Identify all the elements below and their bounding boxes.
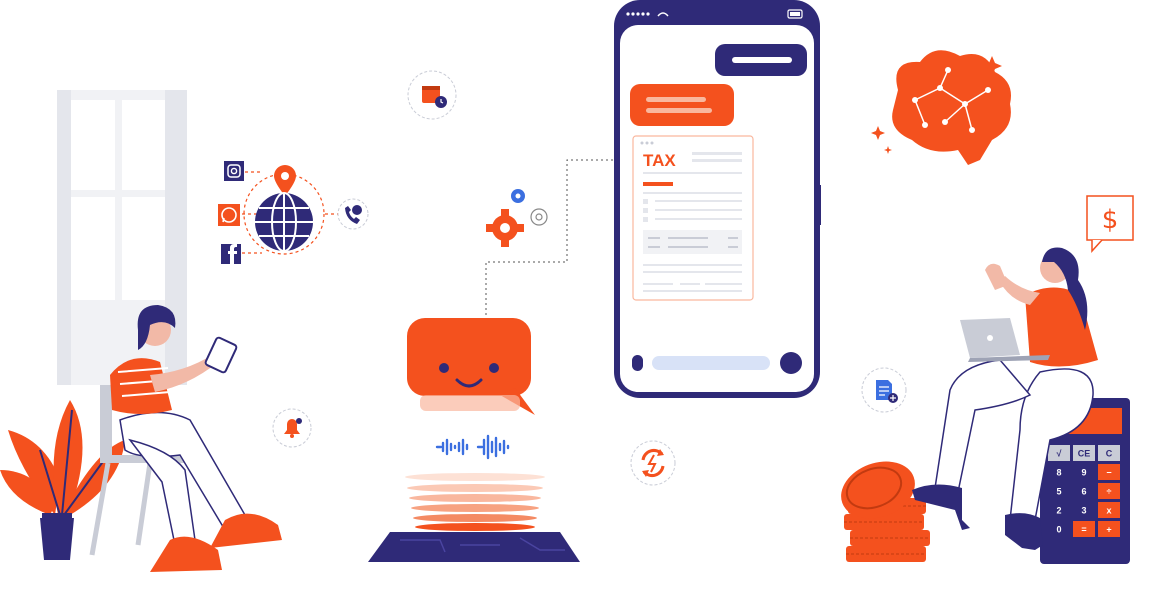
social-network-cluster (218, 161, 369, 264)
calc-key-label: 3 (1081, 506, 1086, 516)
calc-key-fn (1073, 445, 1095, 461)
globe-icon (255, 192, 313, 252)
calc-key-fn (1098, 445, 1120, 461)
calc-key (1048, 483, 1070, 499)
status-bar (626, 9, 803, 19)
woman-with-phone-illustration (89, 305, 282, 572)
calc-key-label: 8 (1056, 468, 1061, 478)
instagram-icon (224, 161, 244, 181)
phone-mockup: TAX (614, 0, 821, 398)
location-pin-icon (274, 165, 296, 196)
calc-key-label: 2 (1056, 506, 1061, 516)
calc-key (1073, 483, 1095, 499)
calc-key-fn-label: √ (1057, 449, 1062, 459)
calc-key (1098, 502, 1120, 518)
calc-key-label: x (1106, 506, 1111, 516)
calc-key-label: = (1081, 525, 1086, 535)
calc-key-label: − (1106, 468, 1111, 478)
calc-key-fn-label: CE (1078, 449, 1091, 459)
calc-key-label: 6 (1081, 487, 1086, 497)
notification-bell-icon (272, 408, 312, 448)
calc-key (1048, 521, 1070, 537)
woman-with-laptop-illustration (912, 247, 1098, 550)
whatsapp-icon (218, 204, 240, 226)
calc-key-label: 5 (1056, 487, 1061, 497)
coin-stack-illustration (841, 461, 930, 562)
send-button (780, 352, 802, 374)
soundwave-icon (435, 434, 510, 460)
sync-icon (630, 440, 676, 486)
calculator-keypad: √ CE C 8 9 − 5 6 ÷ 2 3 x 0 = + (1048, 445, 1120, 537)
dollar-symbol: $ (1102, 205, 1119, 235)
calc-key-label: 0 (1056, 525, 1061, 535)
message-input (652, 356, 770, 370)
tax-title: TAX (643, 151, 676, 170)
calc-key (1048, 464, 1070, 480)
calc-key-label: ÷ (1107, 487, 1112, 497)
calc-key-label: + (1106, 525, 1111, 535)
calc-key (1073, 464, 1095, 480)
calc-key-label: 9 (1081, 468, 1086, 478)
gear-icon (486, 209, 524, 247)
calc-key-fn-label: C (1106, 449, 1113, 459)
chatbot-illustration (368, 318, 580, 562)
wifi-icon (657, 12, 669, 17)
facebook-icon (221, 244, 241, 264)
attachment-button (632, 355, 643, 371)
gear-cluster (485, 159, 618, 315)
calc-key (1048, 502, 1070, 518)
battery-icon (787, 9, 803, 19)
phone-24-icon (337, 198, 369, 230)
calc-key (1098, 483, 1120, 499)
window-illustration (57, 90, 187, 385)
plant-illustration (0, 400, 125, 560)
calc-key-fn (1048, 445, 1070, 461)
tax-document-card: TAX (632, 135, 754, 301)
brain-icon (871, 50, 1011, 166)
calendar-clock-icon (407, 70, 457, 120)
calc-key (1073, 521, 1095, 537)
calc-key (1098, 464, 1120, 480)
dollar-speech-bubble: $ (1086, 195, 1134, 253)
chat-bubble-received (630, 84, 734, 126)
calc-key (1098, 521, 1120, 537)
document-add-icon (861, 367, 907, 413)
calc-key (1073, 502, 1095, 518)
